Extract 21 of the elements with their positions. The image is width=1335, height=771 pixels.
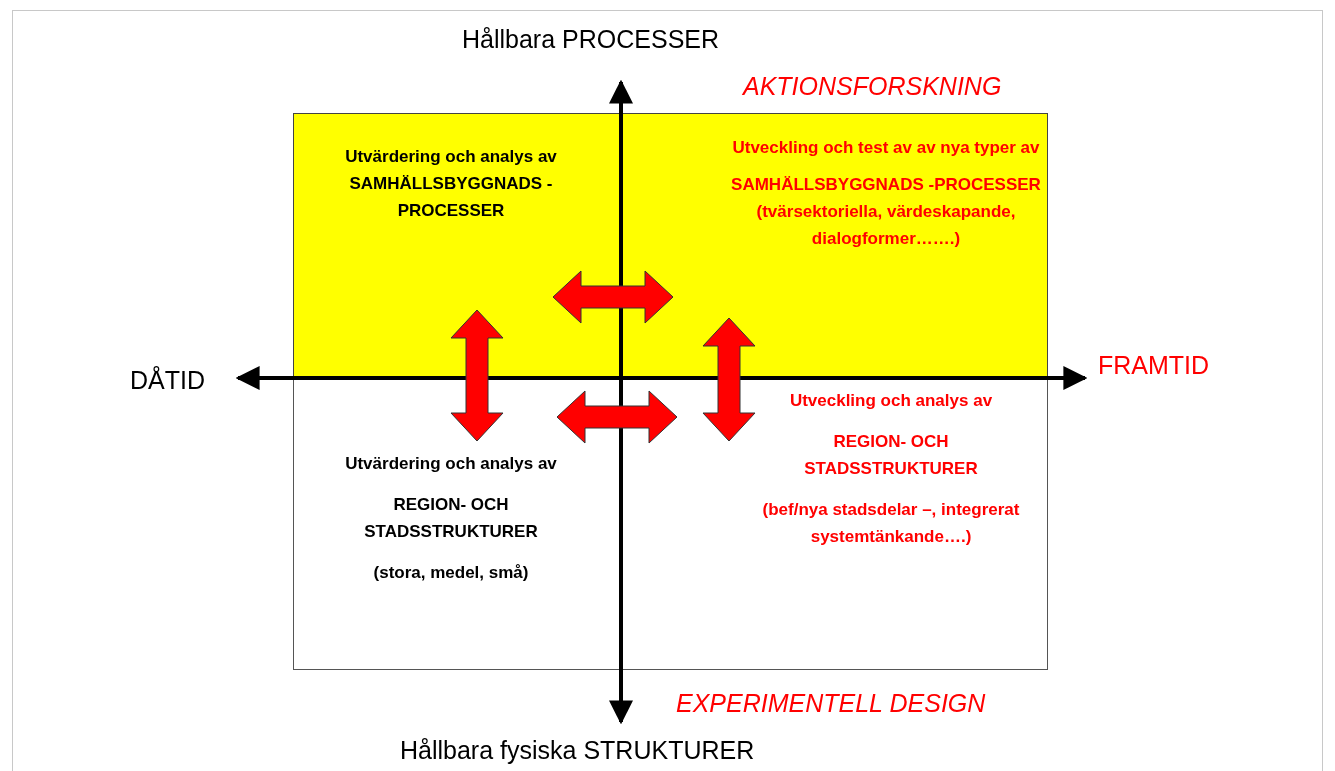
quadrant-text: Utvärdering och analys av: [345, 453, 557, 475]
double-arrow: [450, 309, 504, 442]
axis-label: DÅTID: [130, 366, 205, 395]
quadrant-text: REGION- OCH STADSSTRUKTURER: [803, 431, 979, 480]
axis-label: Hållbara PROCESSER: [462, 25, 720, 54]
quadrant-panel: [293, 113, 1048, 378]
quadrant-text: (stora, medel, små): [373, 562, 529, 584]
quadrant-text: Utveckling och test av av nya typer av: [732, 137, 1040, 159]
quadrant-text: Utveckling och analys av: [789, 390, 993, 412]
quadrant-text: REGION- OCH STADSSTRUKTURER: [363, 494, 539, 543]
quadrant-text: Utvärdering och analys av SAMHÄLLSBYGGNADS -PROCESSER: [344, 146, 558, 222]
axis-label: EXPERIMENTELL DESIGN: [676, 689, 986, 718]
axis-label: FRAMTID: [1098, 351, 1210, 380]
double-arrow: [552, 270, 674, 324]
double-arrow: [556, 390, 678, 444]
quadrant-panel: [293, 378, 1048, 670]
axis-label: AKTIONSFORSKNING: [743, 72, 1002, 101]
quadrant-text: SAMHÄLLSBYGGNADS -PROCESSER (tvärsektoriella, värdeskapande, dialogformer…….): [731, 174, 1041, 250]
quadrant-text: (bef/nya stadsdelar –, integrerat systemtänkande….): [761, 499, 1021, 548]
axis-label: Hållbara fysiska STRUKTURER: [400, 736, 755, 765]
double-arrow: [702, 317, 756, 442]
